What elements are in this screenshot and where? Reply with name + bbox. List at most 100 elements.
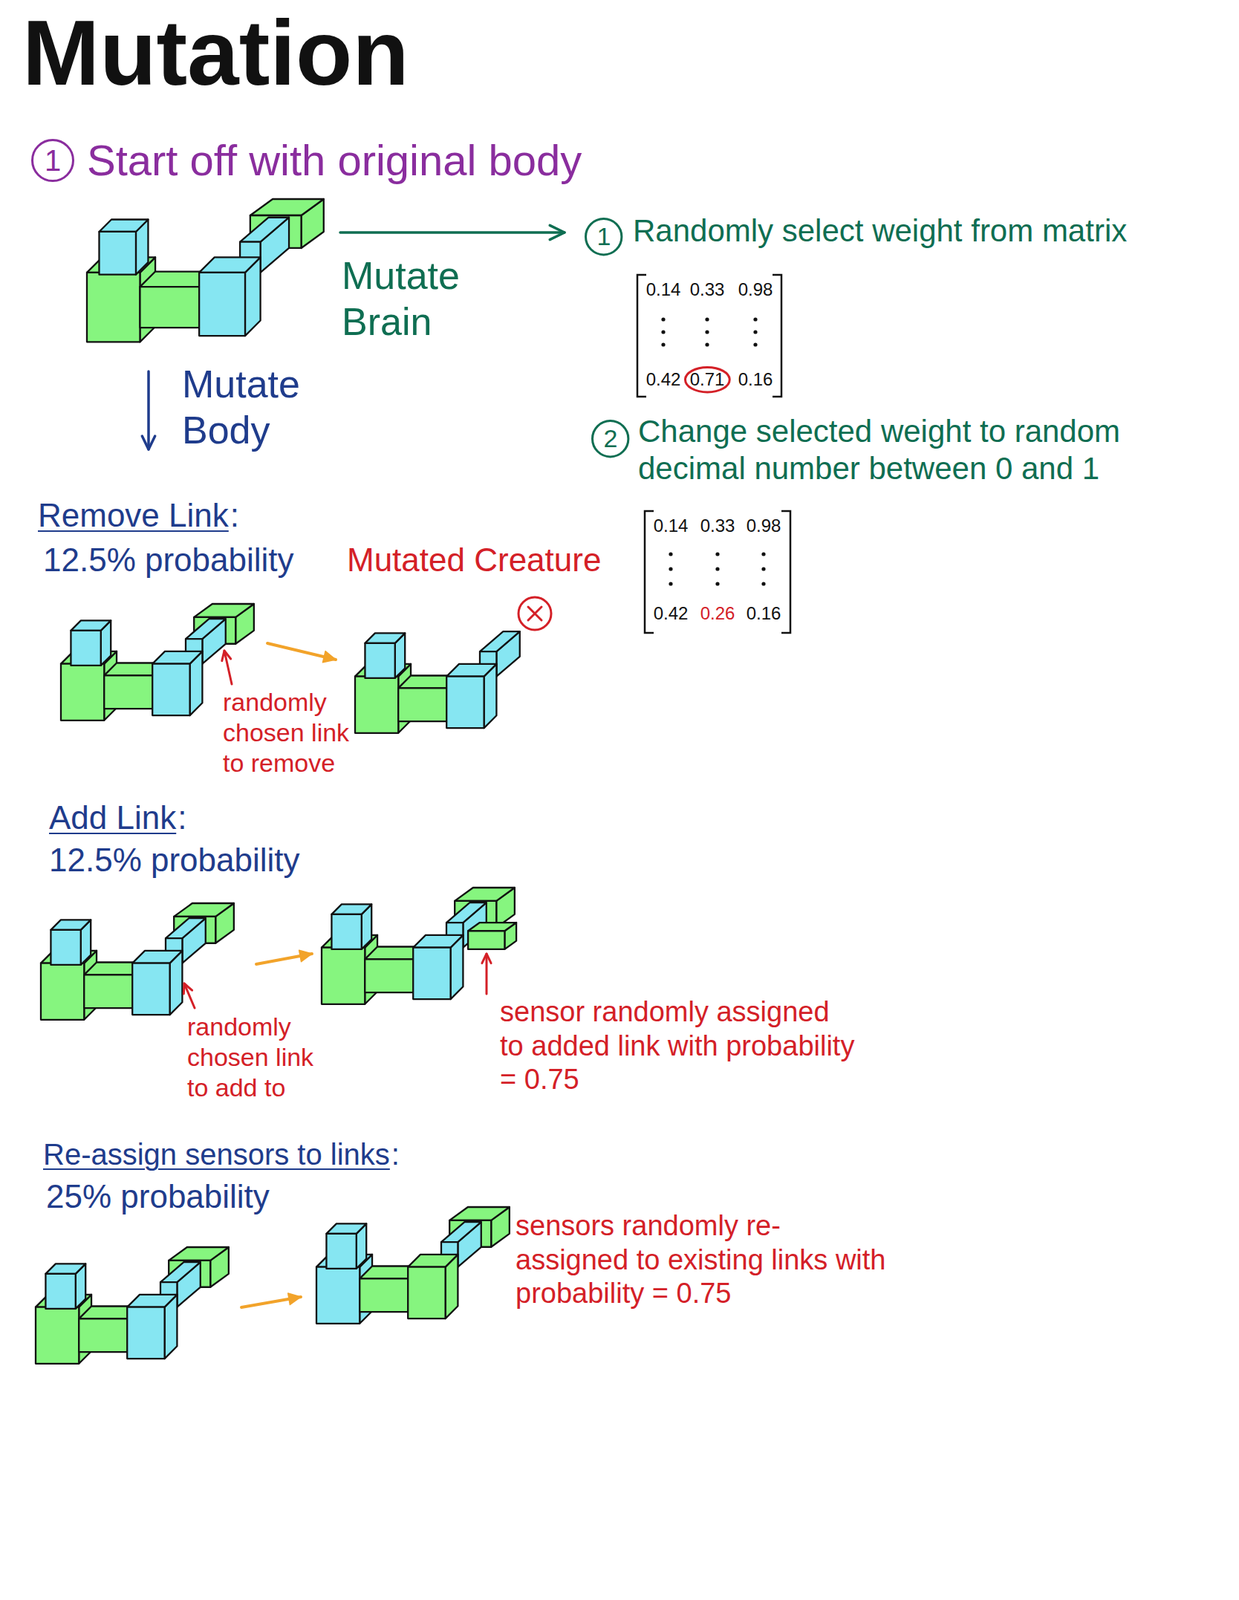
heading-colon: : — [177, 798, 187, 838]
cube-face — [413, 947, 451, 1000]
ellipsis-dot — [704, 317, 709, 321]
ellipsis-dot — [661, 317, 665, 321]
body-arrow — [141, 371, 155, 450]
cube-face — [70, 620, 111, 630]
cube-face — [316, 1267, 360, 1324]
heading-colon: : — [391, 1136, 400, 1173]
creature-body — [40, 903, 234, 1020]
result-label: Mutated Creature — [346, 540, 601, 581]
ellipsis-dot — [704, 342, 709, 347]
step-number: 1 — [584, 217, 623, 256]
annotation: randomly chosen link to add to — [187, 1011, 333, 1103]
cube-face — [173, 903, 234, 917]
ellipsis-dot — [668, 551, 673, 556]
cube-face — [98, 231, 136, 275]
matrix-cell: 0.98 — [746, 515, 782, 538]
section-heading: Remove Link — [37, 496, 229, 536]
leader-arrow — [183, 983, 195, 1008]
cube-face — [407, 1254, 458, 1268]
matrix-cell: 0.14 — [653, 515, 689, 538]
leader-arrow — [222, 650, 232, 685]
cube-face — [168, 1247, 229, 1261]
matrix-bracket — [772, 274, 782, 397]
ellipsis-dot — [753, 317, 757, 321]
cube-face — [355, 676, 399, 734]
branch-label: Mutate Body — [181, 361, 346, 454]
cube-face — [239, 217, 289, 243]
cube-face — [199, 272, 246, 336]
matrix-cell: 0.16 — [738, 369, 774, 391]
cube-face — [193, 603, 255, 618]
cube-face — [103, 675, 154, 709]
cube-face — [479, 631, 520, 652]
brain-arrow — [340, 225, 565, 240]
matrix-cell: 0.26 — [700, 603, 736, 625]
cube-face — [321, 947, 365, 1005]
creature-body — [321, 887, 517, 1005]
creature-body — [355, 631, 520, 734]
cube-face — [45, 1263, 86, 1274]
cube-face — [50, 929, 81, 965]
cube-face — [331, 903, 372, 914]
step-text: Randomly select weight from matrix — [632, 212, 1127, 250]
cube-face — [364, 643, 395, 679]
section-heading: Add Link — [49, 798, 177, 838]
cube-face — [50, 919, 91, 930]
annotation: sensor randomly assigned to added link w… — [499, 995, 857, 1098]
cube-face — [364, 632, 405, 643]
cube-face — [160, 1262, 201, 1283]
cube-face — [83, 974, 134, 1008]
cube-face — [326, 1223, 367, 1234]
node-outline-shape — [32, 140, 74, 182]
matrix-bracket — [637, 274, 647, 397]
heading-colon: : — [230, 496, 240, 536]
cube-face — [132, 950, 182, 964]
cube-face — [127, 1307, 165, 1359]
cube-face — [326, 1233, 356, 1269]
creature-body — [316, 1207, 510, 1324]
cube-face — [364, 958, 415, 993]
cube-face — [78, 1318, 129, 1352]
creature-body — [86, 199, 324, 342]
ellipsis-dot — [761, 566, 766, 571]
ellipsis-dot — [753, 342, 757, 347]
node-text: 1 — [44, 144, 61, 177]
matrix-cell: 0.14 — [646, 279, 682, 301]
annotation: randomly chosen link to remove — [222, 687, 368, 778]
ellipsis-dot — [668, 566, 673, 571]
cube-face — [413, 935, 463, 948]
leader-arrow — [482, 953, 491, 994]
removed-mark — [518, 597, 552, 630]
cube-face — [60, 664, 104, 721]
node-text: 1 — [597, 222, 612, 251]
transition-arrow — [267, 643, 336, 663]
cube-face — [35, 1307, 79, 1364]
ellipsis-dot — [761, 581, 766, 586]
matrix-bracket — [644, 511, 654, 633]
cube-face — [454, 887, 515, 902]
cube-face — [98, 219, 148, 232]
section-heading: Re-assign sensors to links — [43, 1136, 390, 1173]
matrix-cell: 0.16 — [746, 603, 782, 625]
cube-face — [446, 902, 487, 923]
matrix-cell: 0.42 — [646, 369, 682, 391]
cube-face — [467, 930, 505, 950]
ellipsis-dot — [715, 551, 720, 556]
cube-face — [45, 1273, 76, 1309]
matrix-cell: 0.42 — [653, 603, 689, 625]
node-text: 2 — [603, 424, 619, 453]
cube-face — [199, 257, 260, 273]
cube-face — [398, 687, 448, 722]
annotation: sensors randomly re-assigned to existing… — [515, 1209, 887, 1312]
cube-face — [407, 1267, 445, 1319]
probability: 12.5% probability — [43, 540, 295, 581]
ellipsis-dot — [668, 581, 673, 586]
cube-face — [70, 630, 101, 666]
cube-face — [127, 1294, 177, 1308]
ellipsis-dot — [715, 581, 720, 586]
matrix-bracket — [781, 511, 791, 633]
cube-face — [446, 676, 484, 728]
cube-face — [250, 199, 324, 216]
step-number: 1 — [31, 138, 75, 182]
